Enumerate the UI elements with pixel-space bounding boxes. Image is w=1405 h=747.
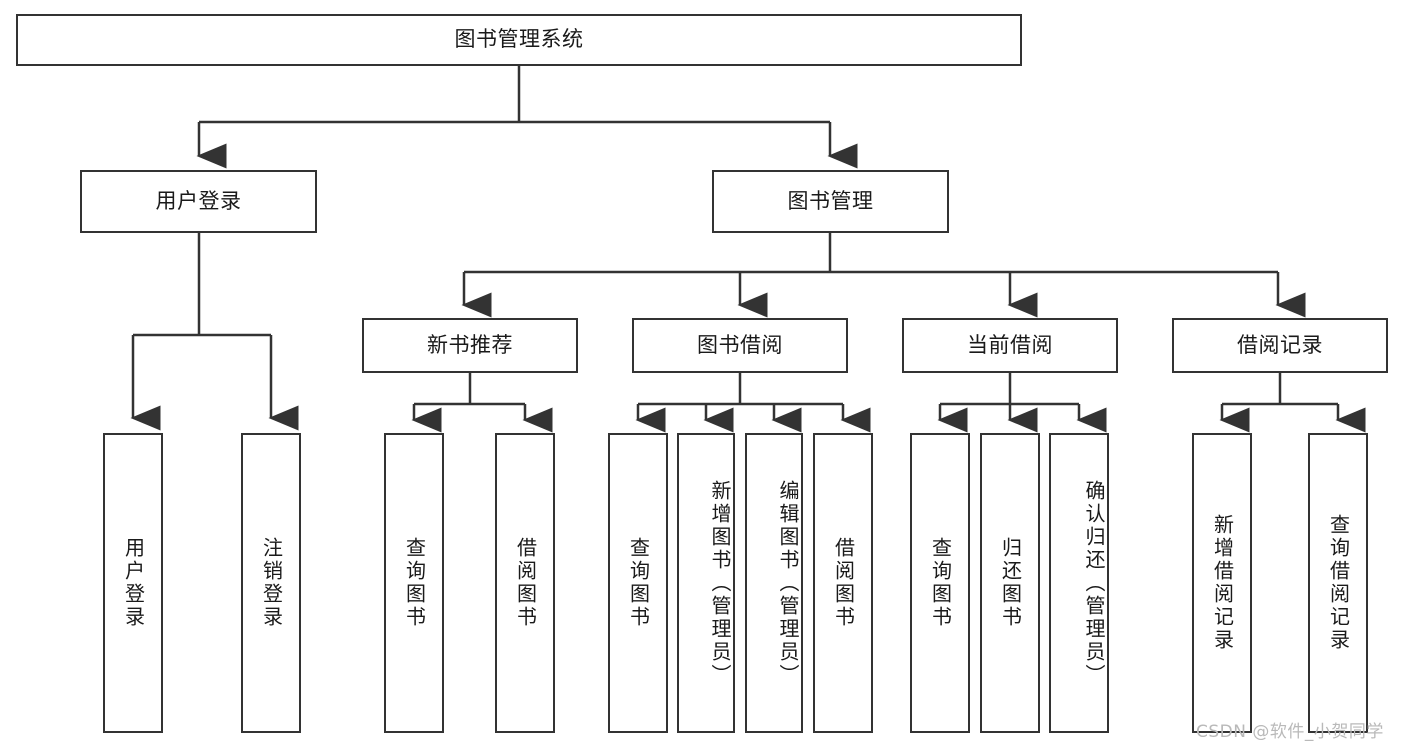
leaf-current-borrow-confirm-return-admin[interactable]: 确认归还（管理员） (1049, 433, 1109, 733)
csdn-watermark: CSDN @软件_小贺同学 (1196, 722, 1384, 742)
node-new-book-recommend[interactable]: 新书推荐 (362, 318, 578, 373)
leaf-borrow-record-query-record[interactable]: 查询借阅记录 (1308, 433, 1368, 733)
leaf-user-login-logout[interactable]: 注销登录 (241, 433, 301, 733)
node-borrow-record[interactable]: 借阅记录 (1172, 318, 1388, 373)
leaf-current-borrow-query-book[interactable]: 查询图书 (910, 433, 970, 733)
node-current-borrow[interactable]: 当前借阅 (902, 318, 1118, 373)
leaf-new-book-query-book[interactable]: 查询图书 (384, 433, 444, 733)
leaf-book-borrow-add-book-admin[interactable]: 新增图书（管理员） (677, 433, 735, 733)
node-book-borrow[interactable]: 图书借阅 (632, 318, 848, 373)
node-book-management[interactable]: 图书管理 (712, 170, 949, 233)
leaf-borrow-record-add-record[interactable]: 新增借阅记录 (1192, 433, 1252, 733)
node-root-system[interactable]: 图书管理系统 (16, 14, 1022, 66)
leaf-user-login-login[interactable]: 用户登录 (103, 433, 163, 733)
leaf-new-book-borrow-book[interactable]: 借阅图书 (495, 433, 555, 733)
leaf-book-borrow-edit-book-admin[interactable]: 编辑图书（管理员） (745, 433, 803, 733)
node-user-login[interactable]: 用户登录 (80, 170, 317, 233)
leaf-book-borrow-borrow-book[interactable]: 借阅图书 (813, 433, 873, 733)
leaf-current-borrow-return-book[interactable]: 归还图书 (980, 433, 1040, 733)
leaf-book-borrow-query-book[interactable]: 查询图书 (608, 433, 668, 733)
